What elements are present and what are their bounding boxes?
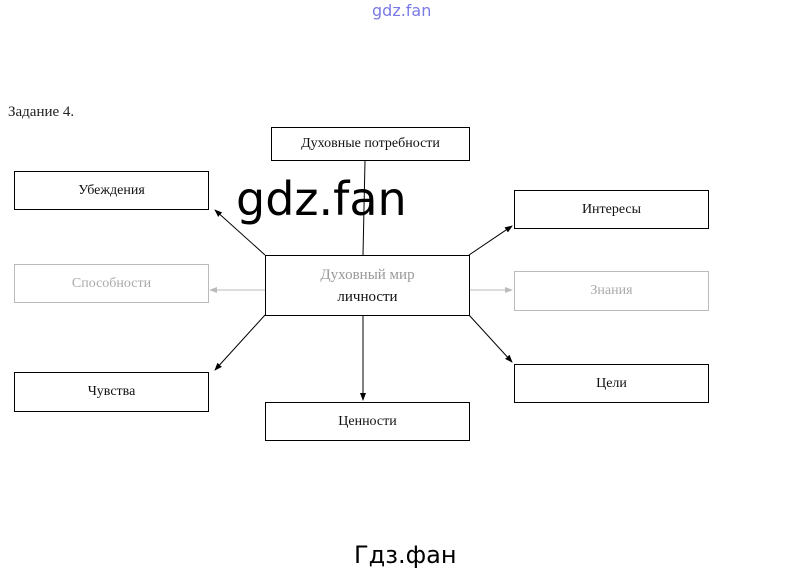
- node-label: Духовные потребности: [301, 136, 440, 151]
- arrow-feelings: [214, 314, 266, 371]
- node-label: Знания: [590, 283, 633, 298]
- node-values: Ценности: [265, 402, 470, 441]
- node-knowledge: Знания: [514, 271, 709, 311]
- arrow-needs: [362, 160, 366, 256]
- arrow-beliefs: [214, 209, 266, 256]
- node-abilities: Способности: [14, 264, 209, 303]
- node-label: Убеждения: [78, 182, 145, 198]
- node-label: Цели: [596, 375, 627, 391]
- center-label-line2: личности: [337, 288, 398, 305]
- node-feelings: Чувства: [14, 372, 209, 412]
- task-label: Задание 4.: [8, 104, 75, 120]
- watermark-bottom: Гдз.фан: [354, 541, 457, 569]
- node-goals: Цели: [514, 364, 709, 403]
- arrow-goals: [468, 314, 513, 363]
- node-label: Чувства: [87, 384, 136, 399]
- node-beliefs: Убеждения: [14, 171, 209, 210]
- arrow-interests: [468, 225, 513, 256]
- node-label: Ценности: [338, 413, 397, 429]
- watermark: gdz.fan: [236, 172, 407, 226]
- center-label-line1: Духовный мир: [320, 266, 415, 283]
- node-interests: Интересы: [514, 190, 709, 229]
- node-label: Интересы: [581, 201, 642, 217]
- node-label: Способности: [71, 275, 152, 291]
- node-center-spiritual-world: Духовный мир личности: [265, 255, 470, 316]
- site-logo: gdz.fan: [372, 1, 432, 20]
- node-spiritual-needs: Духовные потребности: [271, 127, 470, 161]
